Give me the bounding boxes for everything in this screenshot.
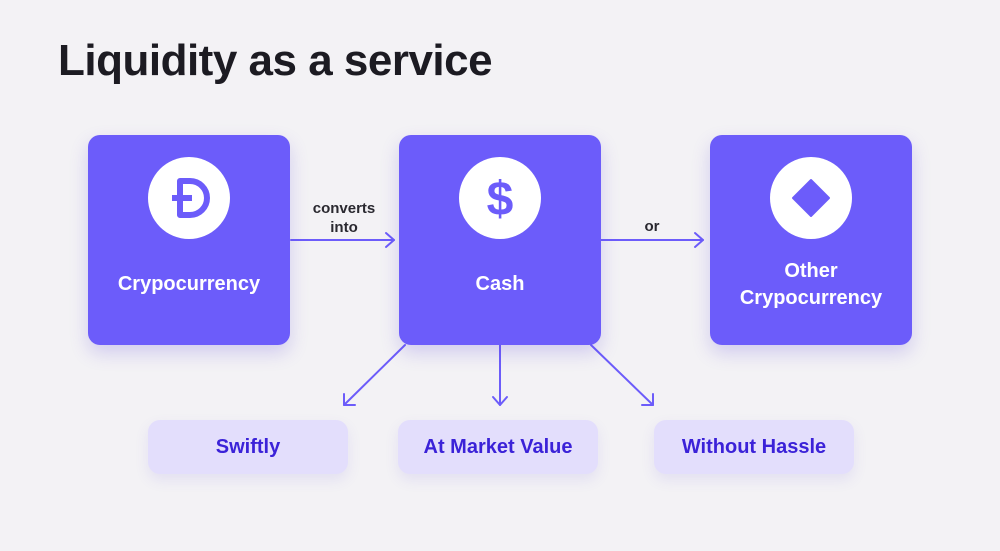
node-label-line: Crypocurrency (739, 287, 883, 309)
arrow-cash-to-other (600, 232, 704, 248)
page-title: Liquidity as a service (58, 36, 493, 85)
arrow-cash-to-swiftly (343, 344, 406, 406)
edge-label-line: into (330, 219, 358, 236)
node-other-cryptocurrency: Other Crypocurrency (710, 135, 912, 345)
node-label: Cash (475, 273, 525, 295)
arrow-crypto-to-cash (290, 232, 395, 248)
node-label: Crypocurrency (117, 273, 261, 295)
node-cryptocurrency: Crypocurrency (88, 135, 290, 345)
node-label-line: Other (784, 260, 838, 282)
node-label: Other Crypocurrency (714, 258, 908, 312)
outcome-market-value: At Market Value (398, 420, 598, 474)
dollar-icon: $ (459, 157, 541, 239)
arrow-cash-to-market-value (492, 344, 508, 406)
edge-label-or: or (644, 218, 660, 235)
diamond-icon (770, 157, 852, 239)
node-cash: $ Cash (399, 135, 601, 345)
svg-text:$: $ (487, 173, 514, 226)
outcome-without-hassle: Without Hassle (654, 420, 854, 474)
edge-label-line: converts (312, 200, 376, 217)
dogecoin-icon (148, 157, 230, 239)
edge-label-converts-into: converts into (300, 199, 388, 237)
arrow-cash-to-without-hassle (590, 344, 654, 406)
outcome-swiftly: Swiftly (148, 420, 348, 474)
